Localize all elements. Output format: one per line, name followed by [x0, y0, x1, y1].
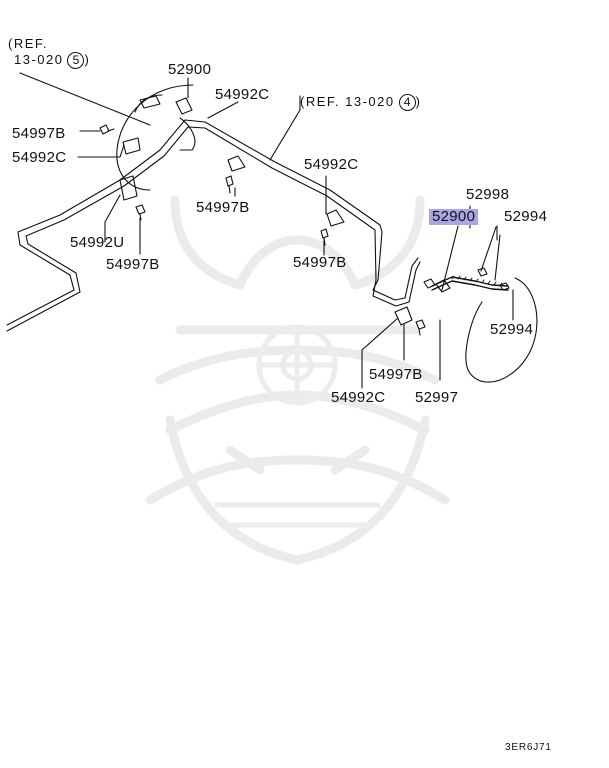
- callout-54997b-b[interactable]: 54997B: [196, 199, 250, 216]
- ref-circle-number: 5: [67, 52, 85, 69]
- ref-prefix: (REF. 13-020: [300, 94, 395, 109]
- ref-close: ): [84, 52, 91, 67]
- callout-52900-top[interactable]: 52900: [168, 61, 212, 78]
- clip-right: [394, 306, 413, 326]
- clip-mid-a: [227, 155, 246, 172]
- ref-circle-number: 4: [398, 94, 416, 111]
- bolt-a: [99, 124, 115, 135]
- clip-left-a: [122, 137, 141, 155]
- callout-54997b-a[interactable]: 54997B: [12, 125, 66, 142]
- bolt-b: [225, 175, 234, 194]
- callout-54992c-b[interactable]: 54992C: [12, 149, 67, 166]
- main-pipe: [6, 119, 419, 326]
- callout-52994-b[interactable]: 52994: [490, 321, 534, 338]
- callout-54992c-c[interactable]: 54992C: [304, 156, 359, 173]
- callout-52900-highlighted[interactable]: 52900: [429, 209, 479, 225]
- flex-hose: [431, 276, 509, 287]
- ref-prefix: (REF.: [8, 36, 48, 51]
- bolt-e: [415, 319, 426, 336]
- diagram-code: 3ER6J71: [505, 742, 552, 753]
- callout-54992c-a[interactable]: 54992C: [215, 86, 270, 103]
- callout-54992u[interactable]: 54992U: [70, 234, 125, 251]
- callout-54997b-c[interactable]: 54997B: [106, 256, 160, 273]
- ref-page: 13-020: [14, 52, 64, 67]
- ref-close: ): [415, 94, 422, 109]
- clip-mid-b: [326, 209, 345, 227]
- callout-52994-a[interactable]: 52994: [504, 208, 548, 225]
- callout-54997b-d[interactable]: 54997B: [293, 254, 347, 271]
- right-detail-outline: [465, 277, 538, 383]
- bolt-c: [135, 204, 146, 221]
- callout-52997[interactable]: 52997: [415, 389, 459, 406]
- clip-left-b: [119, 175, 138, 201]
- callout-54997b-e[interactable]: 54997B: [369, 366, 423, 383]
- callout-54992c-e[interactable]: 54992C: [331, 389, 386, 406]
- callout-52998[interactable]: 52998: [466, 186, 510, 203]
- left-tank-outline: [116, 84, 194, 191]
